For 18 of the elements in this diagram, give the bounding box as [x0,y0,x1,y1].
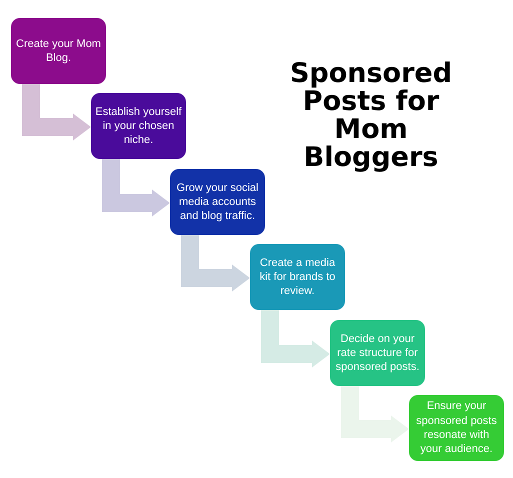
bent-arrow [341,386,409,442]
step-box [11,18,106,84]
bent-arrow [261,310,330,368]
step-text: Create a media kit for brands to review. [258,256,336,298]
bent-arrow [22,84,91,140]
step-text: Create your Mom Blog. [15,36,102,66]
bent-arrow [181,235,250,292]
step-box [330,320,425,386]
step-box [170,169,265,235]
step-text: Ensure your sponsored posts resonate with your audience. [415,399,498,457]
step-box [409,395,504,461]
step-text: Establish yourself in your chosen niche. [94,104,183,148]
step-text: Grow your social media accounts and blog traffic. [176,180,260,224]
step-box [250,244,345,310]
title: Sponsored Posts for Mom Bloggers [288,60,454,172]
bent-arrow [102,159,170,216]
step-box [91,93,186,159]
step-text: Decide on your rate structure for sponsored posts. [334,332,420,374]
